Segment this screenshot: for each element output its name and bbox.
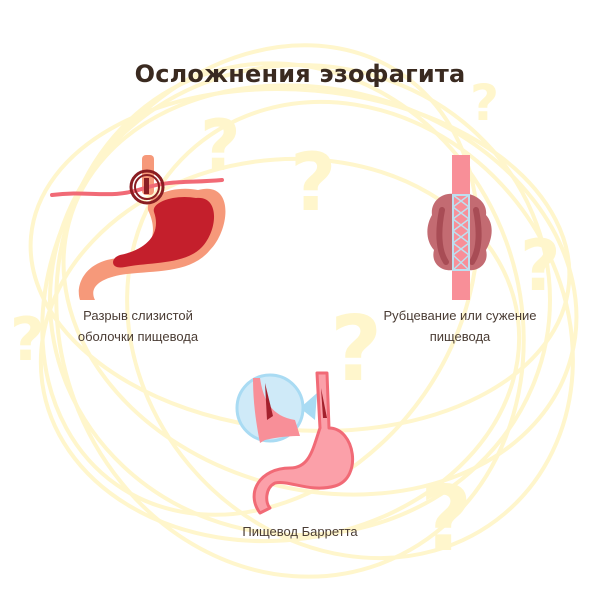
esophagus-stricture-icon bbox=[427, 155, 492, 300]
svg-text:?: ? bbox=[520, 225, 561, 307]
svg-text:?: ? bbox=[200, 105, 241, 187]
caption-barrett: Пищевод Барретта bbox=[242, 524, 358, 539]
stomach-tear-icon bbox=[50, 155, 226, 300]
page-title: Осложнения эзофагита bbox=[134, 60, 466, 88]
svg-text:?: ? bbox=[420, 467, 472, 572]
svg-text:?: ? bbox=[470, 74, 499, 132]
caption-stricture: Рубцевание или сужение пищевода bbox=[383, 308, 537, 344]
caption-mucosal-tear: Разрыв слизистой оболочки пищевода bbox=[77, 308, 199, 344]
barrett-esophagus-icon bbox=[235, 371, 355, 515]
svg-text:?: ? bbox=[330, 297, 382, 402]
svg-text:?: ? bbox=[290, 136, 336, 229]
svg-text:?: ? bbox=[10, 305, 45, 375]
